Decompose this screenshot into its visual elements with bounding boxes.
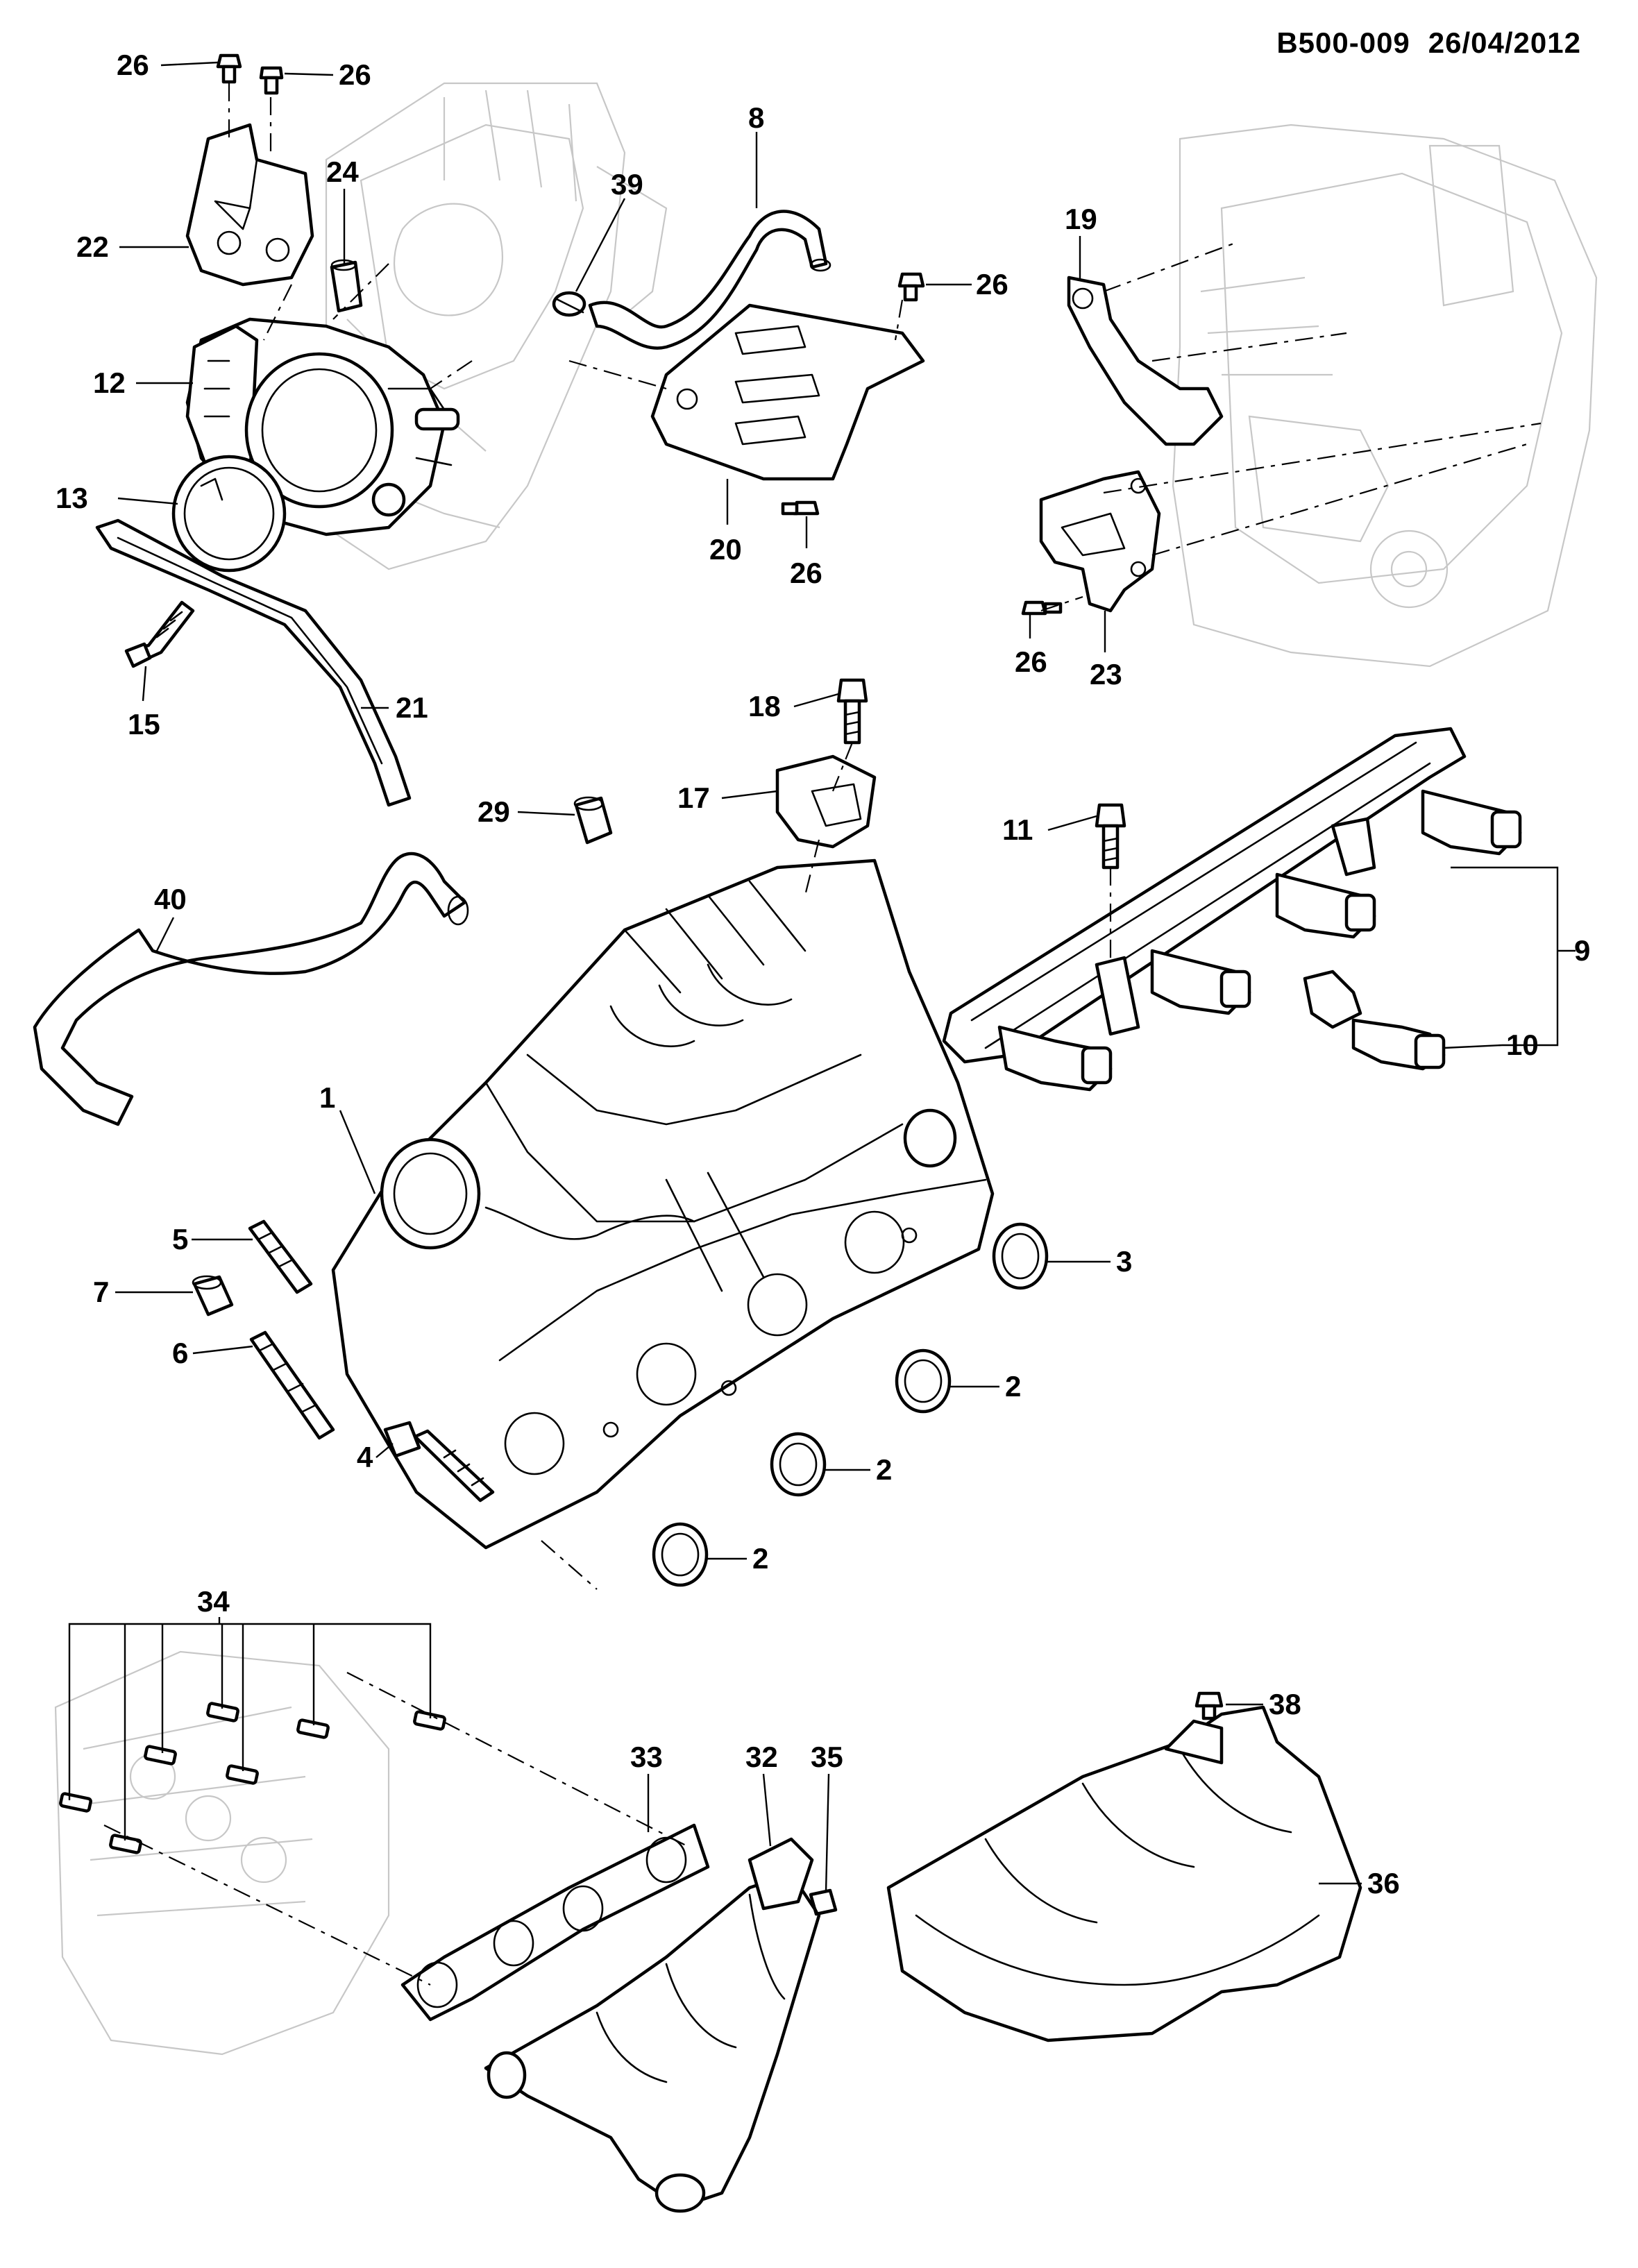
callout-19: 19 [1065,203,1097,235]
part-2-seal-1 [895,1348,952,1414]
diagram-header: B500-009 26/04/2012 [1276,26,1581,60]
callout-6: 6 [172,1337,188,1369]
engine-background-top-left [325,82,668,570]
part-19-arm [1067,276,1224,446]
callout-29: 29 [478,795,510,828]
part-7-cap [192,1275,234,1317]
callout-5: 5 [172,1223,188,1255]
callout-17: 17 [677,781,710,814]
callout-8: 8 [748,101,764,134]
part-4-bolt [383,1421,495,1503]
part-22-bracket [185,123,314,287]
part-17-sensor [775,754,877,849]
callout-39: 39 [611,168,643,201]
callout-34: 34 [197,1585,230,1618]
part-2-seal-3 [652,1522,709,1587]
callout-7: 7 [93,1276,109,1308]
callout-23: 23 [1090,658,1122,691]
part-10-injector [1303,970,1446,1071]
part-24-sleeve [330,259,363,313]
part-40-hose [33,852,469,1126]
part-23-bracket [1039,470,1161,613]
part-9-injector-2 [1150,949,1251,1015]
callout-18: 18 [748,690,781,722]
part-11-bolt [1095,803,1126,870]
callout-38: 38 [1269,1688,1301,1720]
part-6-stud [249,1330,335,1440]
part-26-bolt-plate-lower [781,500,820,516]
leader-lines [68,61,1576,1893]
part-2-seal-2 [770,1432,827,1497]
callout-40: 40 [154,883,187,915]
part-32-exhaust-manifold [484,1837,821,2213]
callout-12: 12 [93,366,126,399]
diagram-code: B500-009 [1276,26,1410,59]
callout-11: 11 [1002,813,1033,846]
part-34-studs [59,1702,446,1854]
callout-36: 36 [1367,1867,1400,1899]
part-26-bolt-top-left [216,53,242,84]
callout-33: 33 [630,1741,663,1773]
part-26-bolt-plate [897,272,925,302]
alignment-lines [103,83,1542,1986]
callout-35: 35 [811,1741,843,1773]
part-39-hose-clamp [552,291,586,317]
part-8-hose [588,210,831,350]
part-9-fuel-rail [942,727,1467,1064]
part-15-bolt [124,600,195,668]
callout-26: 26 [1015,645,1047,678]
part-9-injector-1 [997,1025,1113,1092]
callout-2: 2 [876,1453,892,1486]
callout-26: 26 [339,58,371,91]
part-9-injector-4 [1421,789,1522,856]
callout-26: 26 [790,557,822,589]
part-35-nut [809,1888,838,1916]
callout-4: 4 [357,1441,373,1473]
part-1-intake-manifold [331,858,995,1550]
diagram-date: 26/04/2012 [1428,26,1581,59]
part-5-stud [248,1219,313,1294]
part-21-bracket-strap [95,518,412,807]
part-36-heat-shield [886,1705,1362,2042]
callout-26: 26 [117,49,149,81]
part-9-injector-3 [1275,872,1376,939]
engine-background-top-right [1172,124,1598,668]
callout-9: 9 [1574,934,1590,967]
part-26-bolt-bracket [1021,600,1063,616]
callout-26: 26 [976,268,1008,301]
part-13-gasket [171,455,287,573]
part-26-bolt-top-right [259,66,284,95]
callout-2: 2 [752,1542,768,1575]
callout-labels: 26 26 24 22 12 13 15 21 39 8 20 26 26 19… [56,49,1590,1899]
part-29-plug [573,796,613,845]
callout-21: 21 [396,691,428,724]
part-3-ring [992,1222,1049,1290]
callout-22: 22 [76,230,109,263]
callout-10: 10 [1506,1029,1539,1061]
part-18-bolt [836,678,868,745]
callout-32: 32 [745,1741,778,1773]
callout-1: 1 [319,1081,335,1114]
callout-20: 20 [709,533,742,566]
part-20-plate [650,303,925,481]
callout-2: 2 [1005,1370,1021,1403]
callout-3: 3 [1116,1245,1132,1278]
part-38-bolt [1194,1691,1224,1720]
callout-24: 24 [326,155,359,188]
part-33-exhaust-gasket [400,1823,710,2022]
callout-15: 15 [128,708,160,741]
callout-13: 13 [56,482,88,514]
